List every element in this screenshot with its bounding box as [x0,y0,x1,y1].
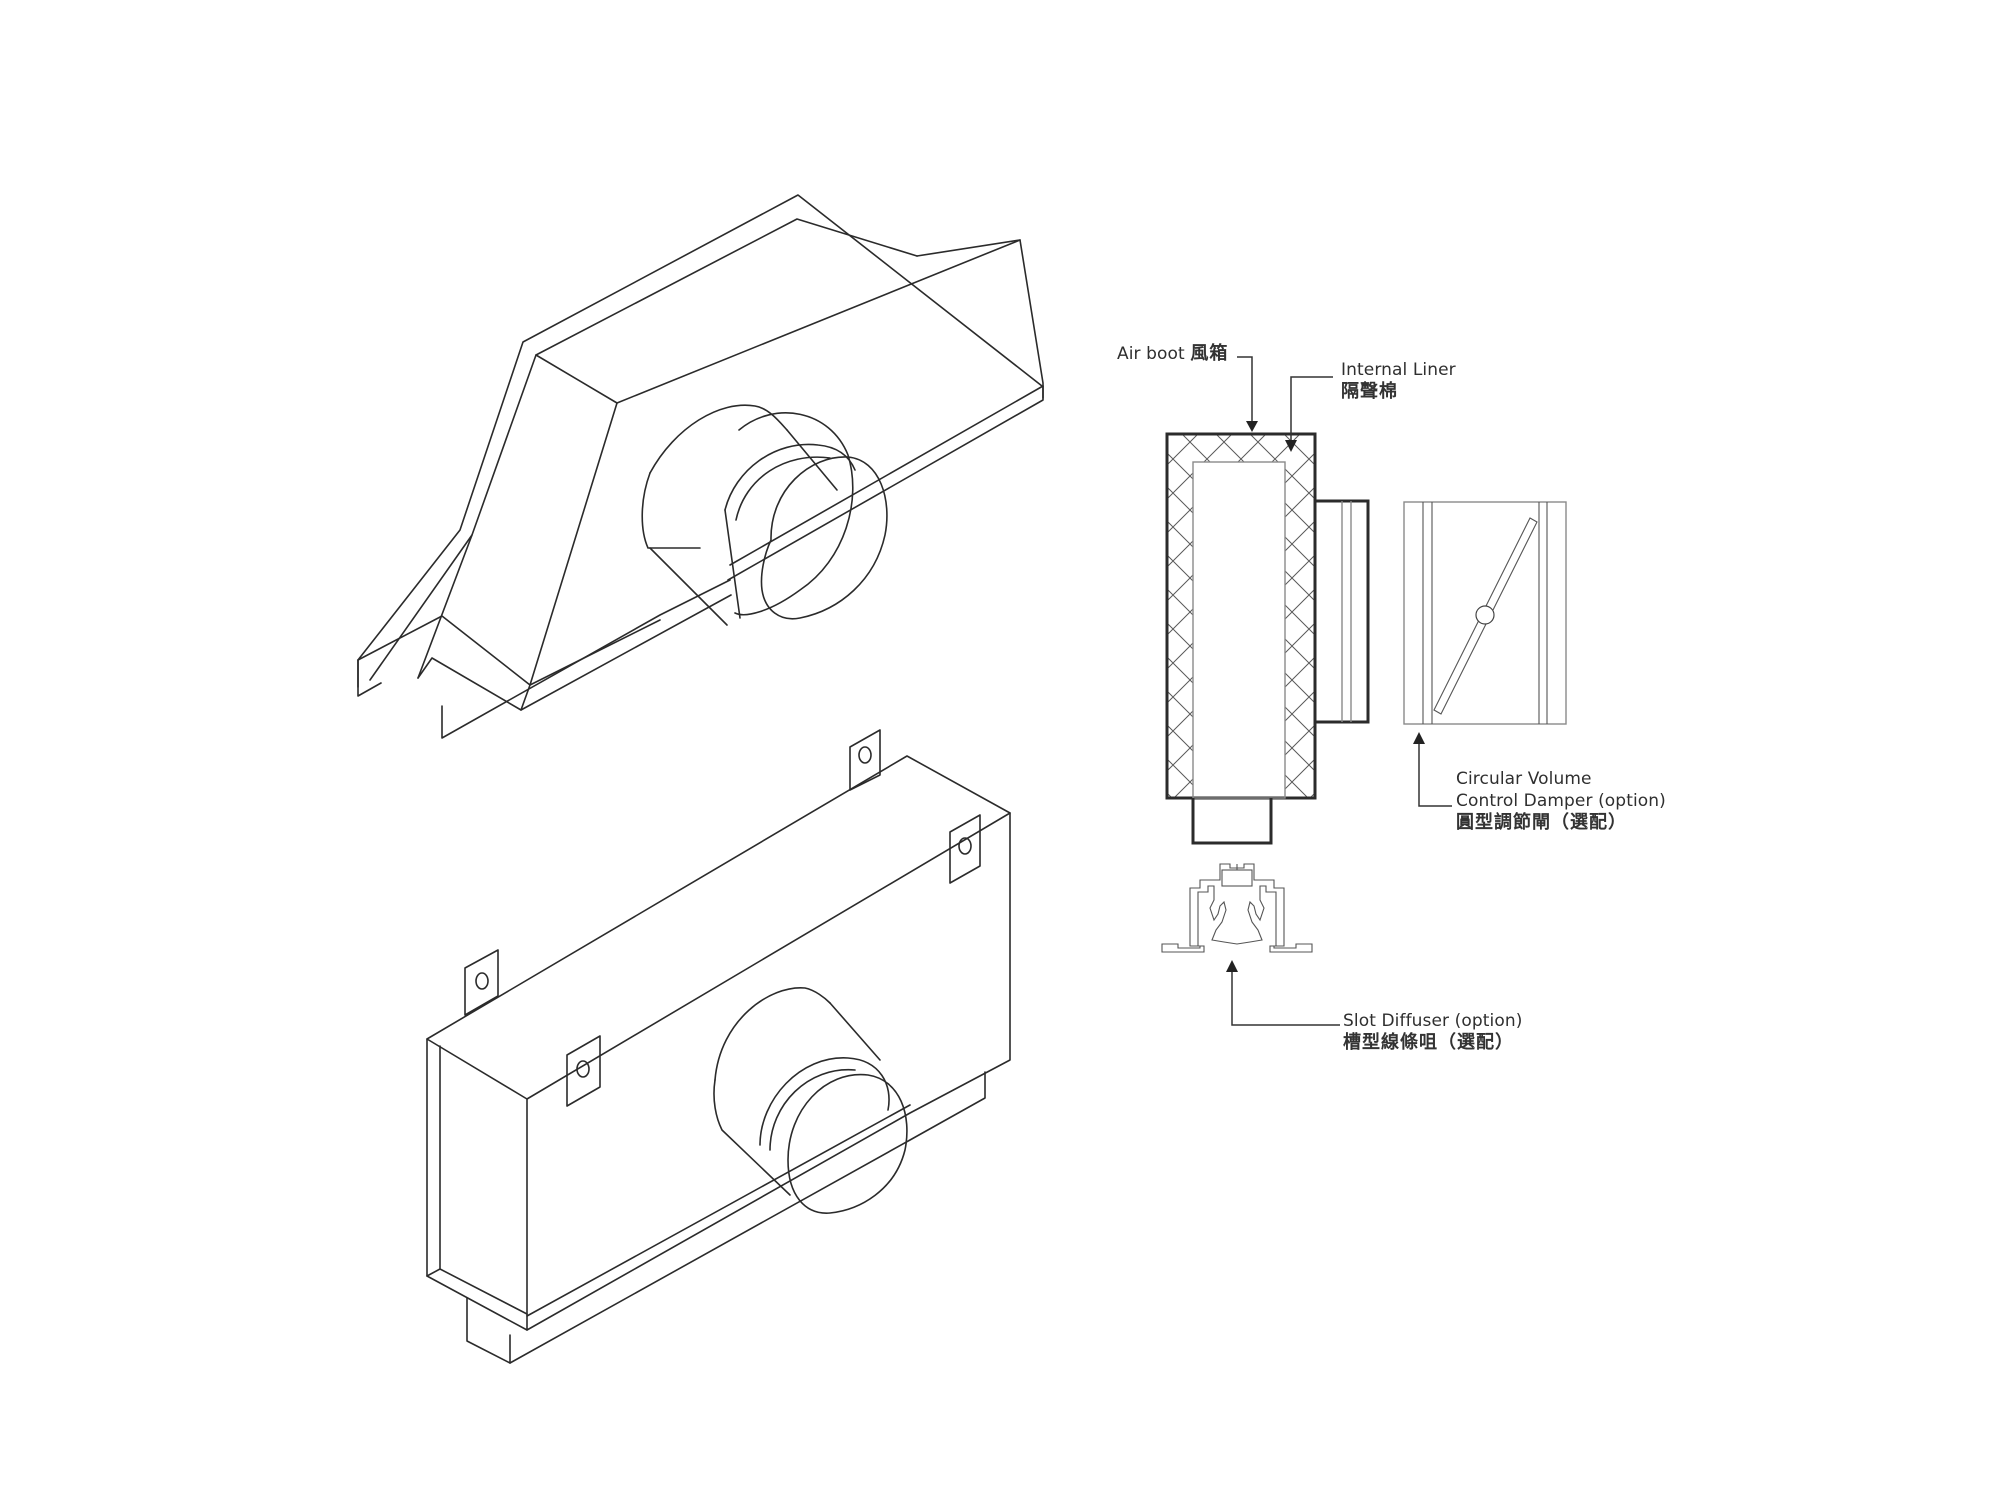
air-boot-section [1165,432,1370,845]
mounting-tab [464,949,499,1016]
label-slot-diffuser-zh: 槽型線條咀（選配） [1343,1032,1514,1053]
label-air-boot-zh: 風箱 [1190,343,1229,364]
isometric-angled-boot [357,194,1044,739]
label-internal-liner-en: Internal Liner [1341,360,1456,380]
label-internal-liner: Internal Liner 隔聲棉 [1341,359,1456,403]
label-air-boot-en: Air boot [1117,344,1185,364]
leader-internal-liner [1285,376,1333,452]
label-internal-liner-zh: 隔聲棉 [1341,381,1398,402]
mounting-tab [949,814,981,884]
label-damper: Circular Volume Control Damper (option) … [1456,768,1666,834]
volume-control-damper [1403,501,1567,725]
slot-diffuser-profile [1161,863,1313,953]
mounting-tab [849,729,881,791]
leader-air-boot [1237,356,1258,432]
label-air-boot: Air boot 風箱 [1117,343,1228,365]
label-damper-en-2: Control Damper (option) [1456,791,1666,811]
isometric-rectangular-boot [426,729,1011,1364]
leader-slot-diffuser [1226,960,1340,1026]
label-slot-diffuser: Slot Diffuser (option) 槽型線條咀（選配） [1343,1010,1522,1054]
label-slot-diffuser-en: Slot Diffuser (option) [1343,1011,1523,1031]
mounting-tab [566,1035,601,1107]
leader-damper [1413,732,1452,807]
label-damper-zh: 圓型調節閘（選配） [1456,812,1627,833]
label-damper-en-1: Circular Volume [1456,769,1592,789]
